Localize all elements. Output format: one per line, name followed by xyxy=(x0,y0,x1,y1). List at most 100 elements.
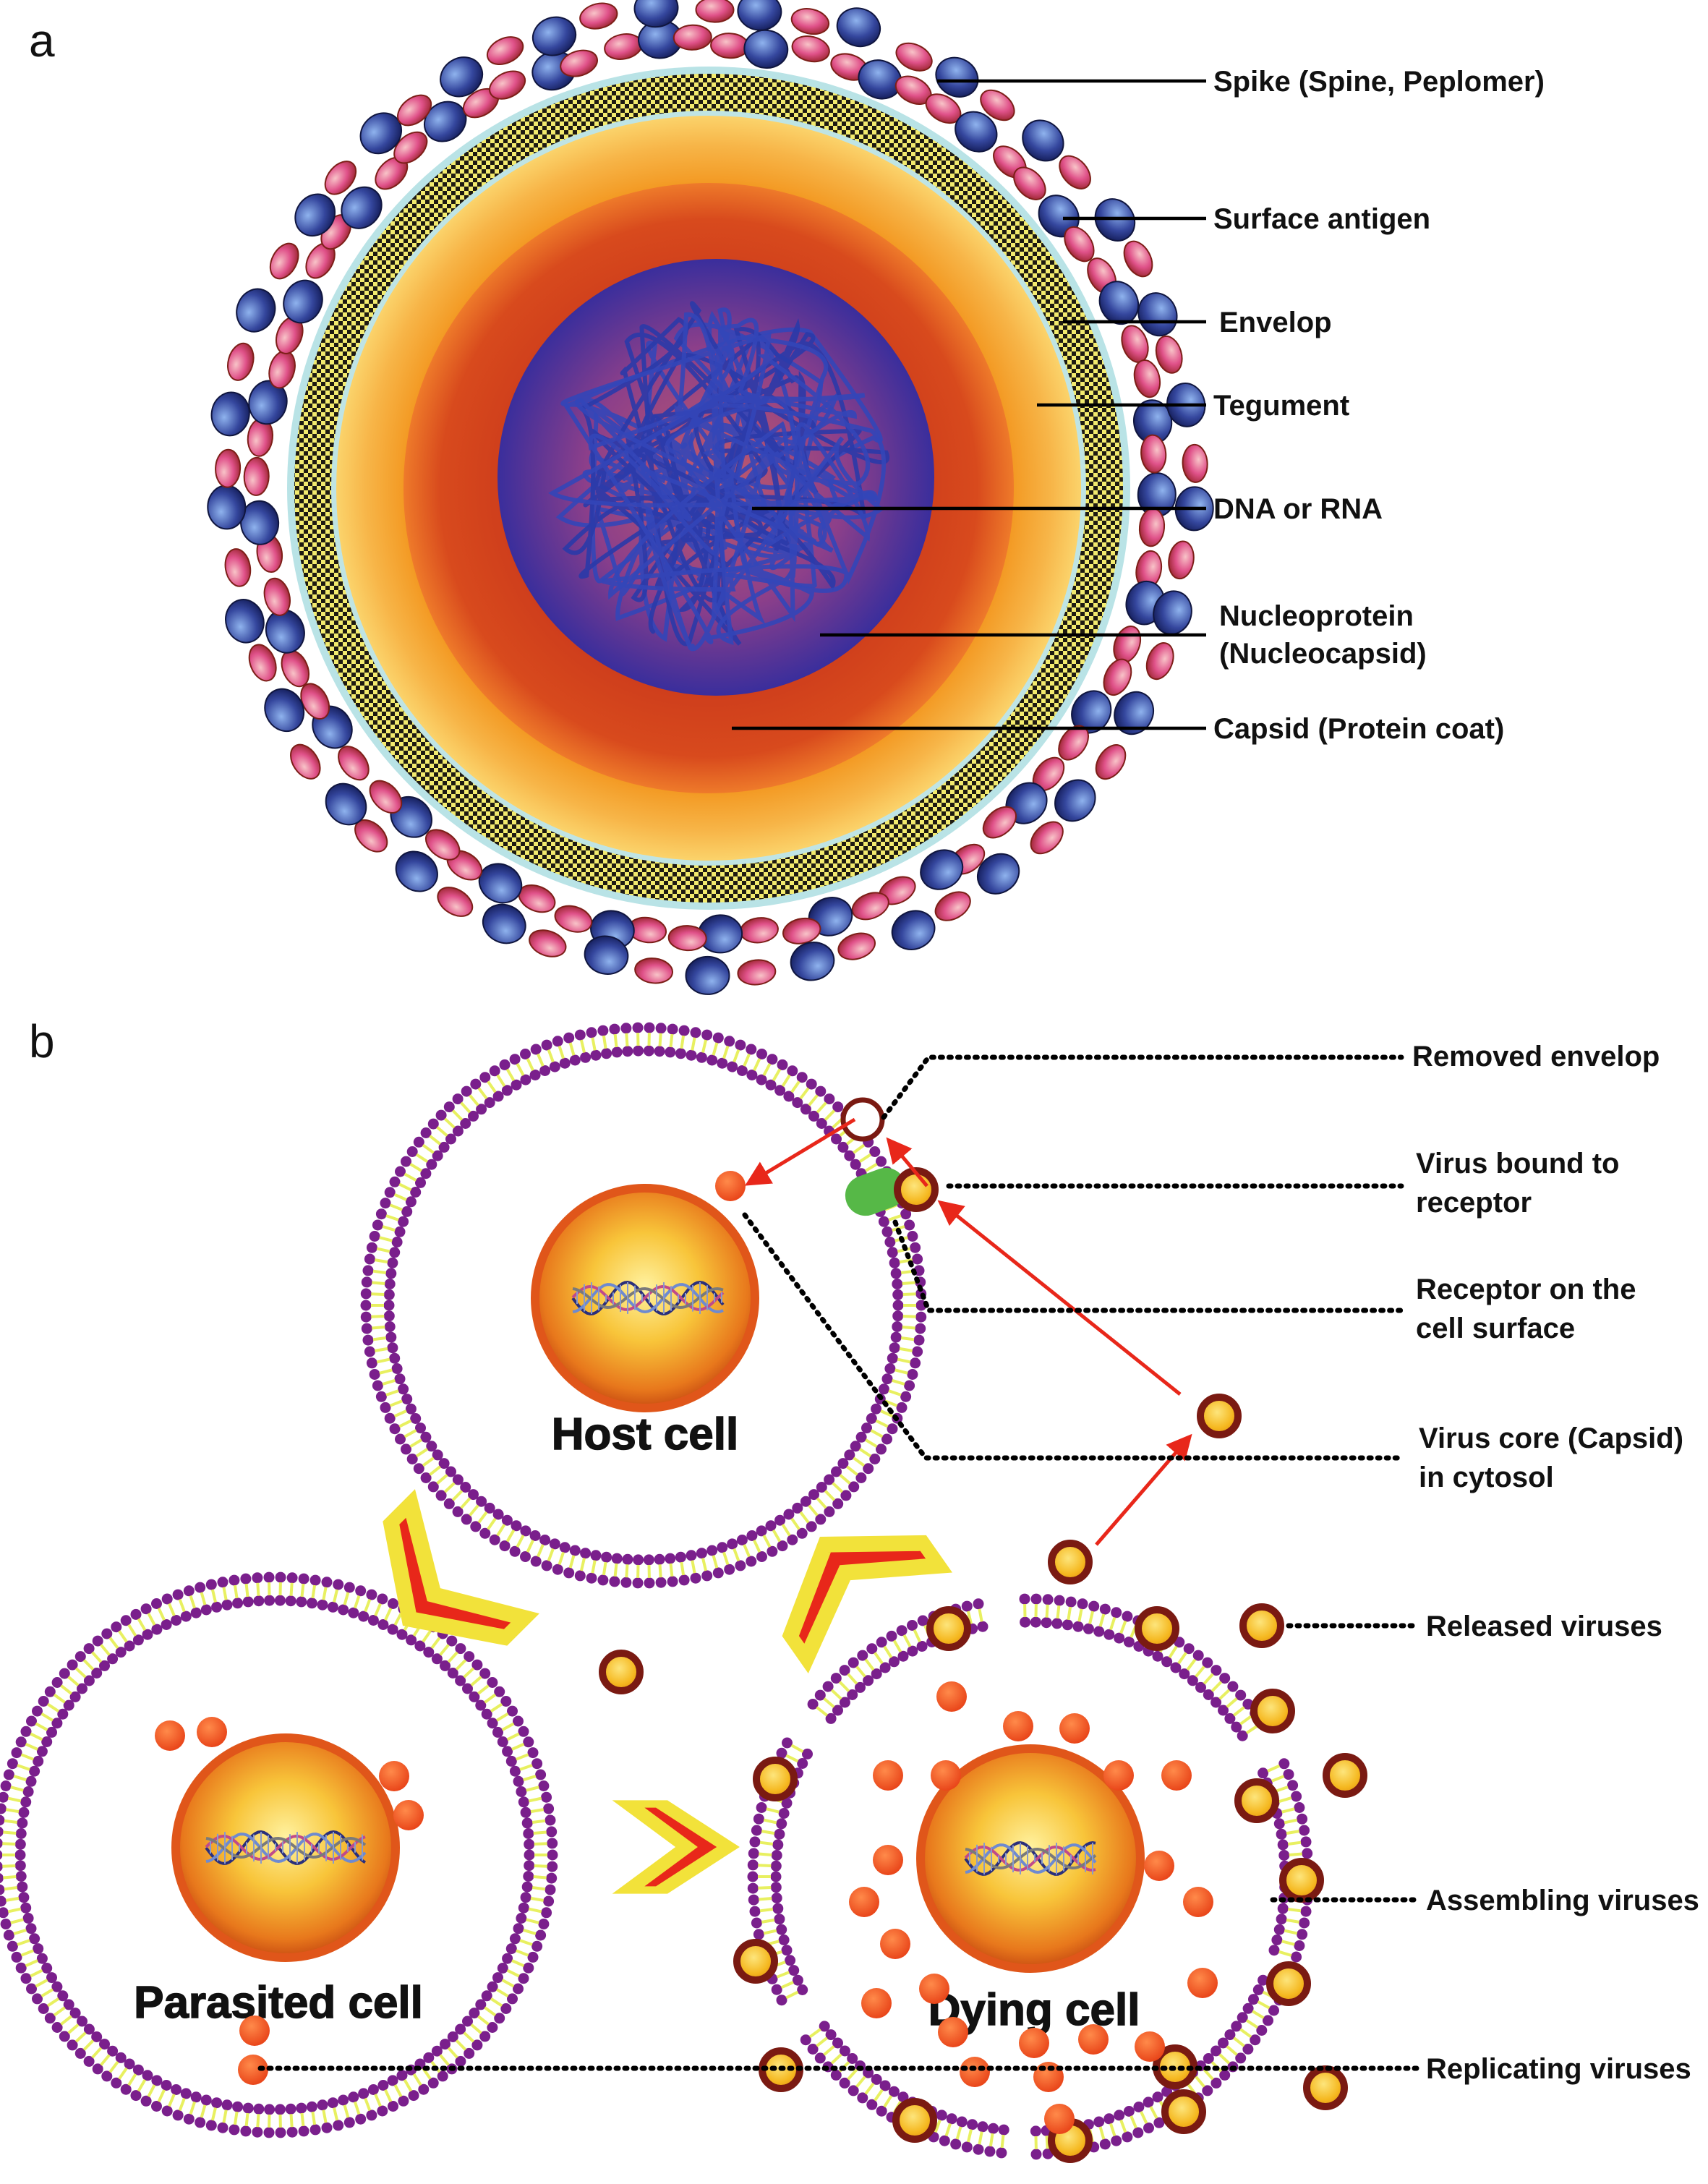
assembling-virus xyxy=(1135,2031,1165,2062)
arrow-approach-receptor xyxy=(937,1200,1182,1396)
panel-a-letter: a xyxy=(29,14,55,67)
spike-peplomer xyxy=(584,935,629,975)
virus-core xyxy=(1197,1394,1242,1438)
spike-peplomer xyxy=(685,955,730,995)
surface-antigen xyxy=(790,8,830,35)
spike-peplomer xyxy=(633,0,679,28)
assembling-virus xyxy=(873,1845,903,1875)
arrow-virus-to-receptor xyxy=(886,1137,928,1187)
assembling-virus xyxy=(1187,1968,1218,1998)
surface-antigen xyxy=(554,905,593,933)
assembling-virus xyxy=(849,1887,879,1917)
cell-surface-receptor xyxy=(845,1167,907,1216)
cycle-arrow-parasited-to-dying xyxy=(612,1800,740,1894)
replicating-virus xyxy=(197,1717,227,1747)
spike-peplomer xyxy=(283,279,323,324)
surface-antigen xyxy=(393,131,428,164)
surface-antigen xyxy=(851,892,889,921)
assembling-virus xyxy=(1044,2104,1075,2134)
surface-antigen xyxy=(982,806,1017,839)
released-virus xyxy=(733,1939,778,1984)
surface-antigen xyxy=(1133,359,1161,398)
parasited-cell-membrane xyxy=(0,1571,558,2138)
spike-peplomer xyxy=(294,193,336,237)
surface-antigen xyxy=(224,548,252,587)
surface-antigen xyxy=(782,917,821,944)
assembling-virus xyxy=(1003,1711,1033,1741)
spike-peplomer xyxy=(531,16,577,56)
assembling-virus xyxy=(880,1929,910,1959)
spike-peplomer xyxy=(482,903,526,944)
host-cell-label: Host cell xyxy=(552,1409,738,1459)
assembling-virus xyxy=(919,1974,949,2004)
surface-antigen xyxy=(1095,744,1127,780)
panel-b-letter: b xyxy=(29,1015,55,1067)
spike-peplomer xyxy=(743,29,789,69)
surface-antigen xyxy=(604,33,643,60)
assembling-virus xyxy=(960,2057,990,2087)
label-virus-bound-1: Virus bound to xyxy=(1416,1148,1619,1180)
surface-antigen xyxy=(1103,658,1132,696)
label-dna-rna: DNA or RNA xyxy=(1213,493,1383,525)
surface-antigen xyxy=(672,24,712,51)
arrow-approach-2 xyxy=(1095,1433,1192,1546)
cycle-arrow-host-to-parasited xyxy=(383,1489,539,1646)
surface-antigen xyxy=(895,42,933,72)
assembling-virus xyxy=(936,1681,967,1712)
released-virus xyxy=(1239,1603,1284,1648)
surface-antigen xyxy=(740,917,779,944)
label-nucleoprotein: Nucleoprotein xyxy=(1219,600,1414,632)
replicating-virus xyxy=(155,1720,185,1751)
surface-antigen xyxy=(980,89,1015,121)
assembling-virus xyxy=(1279,1858,1324,1903)
surface-antigen xyxy=(1145,642,1174,681)
assembling-virus xyxy=(1183,1887,1213,1917)
label-capsid: Capsid (Protein coat) xyxy=(1213,713,1504,745)
assembling-virus xyxy=(938,2017,968,2047)
released-virus xyxy=(1250,1689,1295,1733)
surface-antigen xyxy=(338,746,370,781)
spike-peplomer xyxy=(976,853,1020,895)
surface-antigen xyxy=(243,456,270,496)
cycle-arrows xyxy=(383,1489,952,1894)
label-replicating-viruses: Replicating viruses xyxy=(1426,2053,1691,2085)
spike-peplomer xyxy=(935,56,979,98)
surface-antigen xyxy=(1182,443,1208,483)
surface-antigen xyxy=(269,242,299,280)
surface-antigen xyxy=(227,342,255,381)
parasited-nucleus xyxy=(171,1733,400,1962)
genome-strands xyxy=(548,301,890,652)
assembling-virus xyxy=(931,1760,961,1791)
released-virus xyxy=(1135,1606,1179,1651)
virus-structure-illustration xyxy=(207,0,1214,995)
surface-antigen xyxy=(425,829,461,861)
virus-core-in-cytosol xyxy=(715,1171,746,1201)
surface-antigen xyxy=(634,957,674,984)
assembling-virus xyxy=(1161,1760,1192,1791)
assembling-virus xyxy=(861,1988,892,2018)
assembling-virus xyxy=(1078,2024,1109,2055)
released-virus xyxy=(753,1757,798,1801)
panel-a-leaders xyxy=(732,79,1206,730)
released-virus xyxy=(892,2098,937,2143)
spike-peplomer xyxy=(264,688,305,733)
assembling-virus xyxy=(1019,2028,1049,2058)
surface-antigen xyxy=(1155,335,1183,374)
dying-nucleus xyxy=(916,1744,1145,1973)
surface-antigen xyxy=(737,959,777,986)
spike-peplomer xyxy=(891,910,936,950)
label-virus-bound-2: receptor xyxy=(1416,1187,1532,1219)
arrow-core-to-cytosol xyxy=(745,1117,856,1186)
surface-antigen xyxy=(369,780,403,814)
surface-antigen xyxy=(560,49,598,77)
spike-peplomer xyxy=(737,0,782,31)
replicating-virus xyxy=(238,2055,268,2085)
surface-antigen xyxy=(263,577,291,616)
spike-peplomer xyxy=(225,599,265,644)
surface-antigen xyxy=(1030,821,1064,855)
released-virus xyxy=(1161,2089,1206,2134)
label-receptor-1: Receptor on the xyxy=(1416,1274,1636,1305)
spike-peplomer xyxy=(236,288,276,333)
surface-antigen xyxy=(1013,166,1046,200)
spike-peplomer xyxy=(440,56,484,98)
